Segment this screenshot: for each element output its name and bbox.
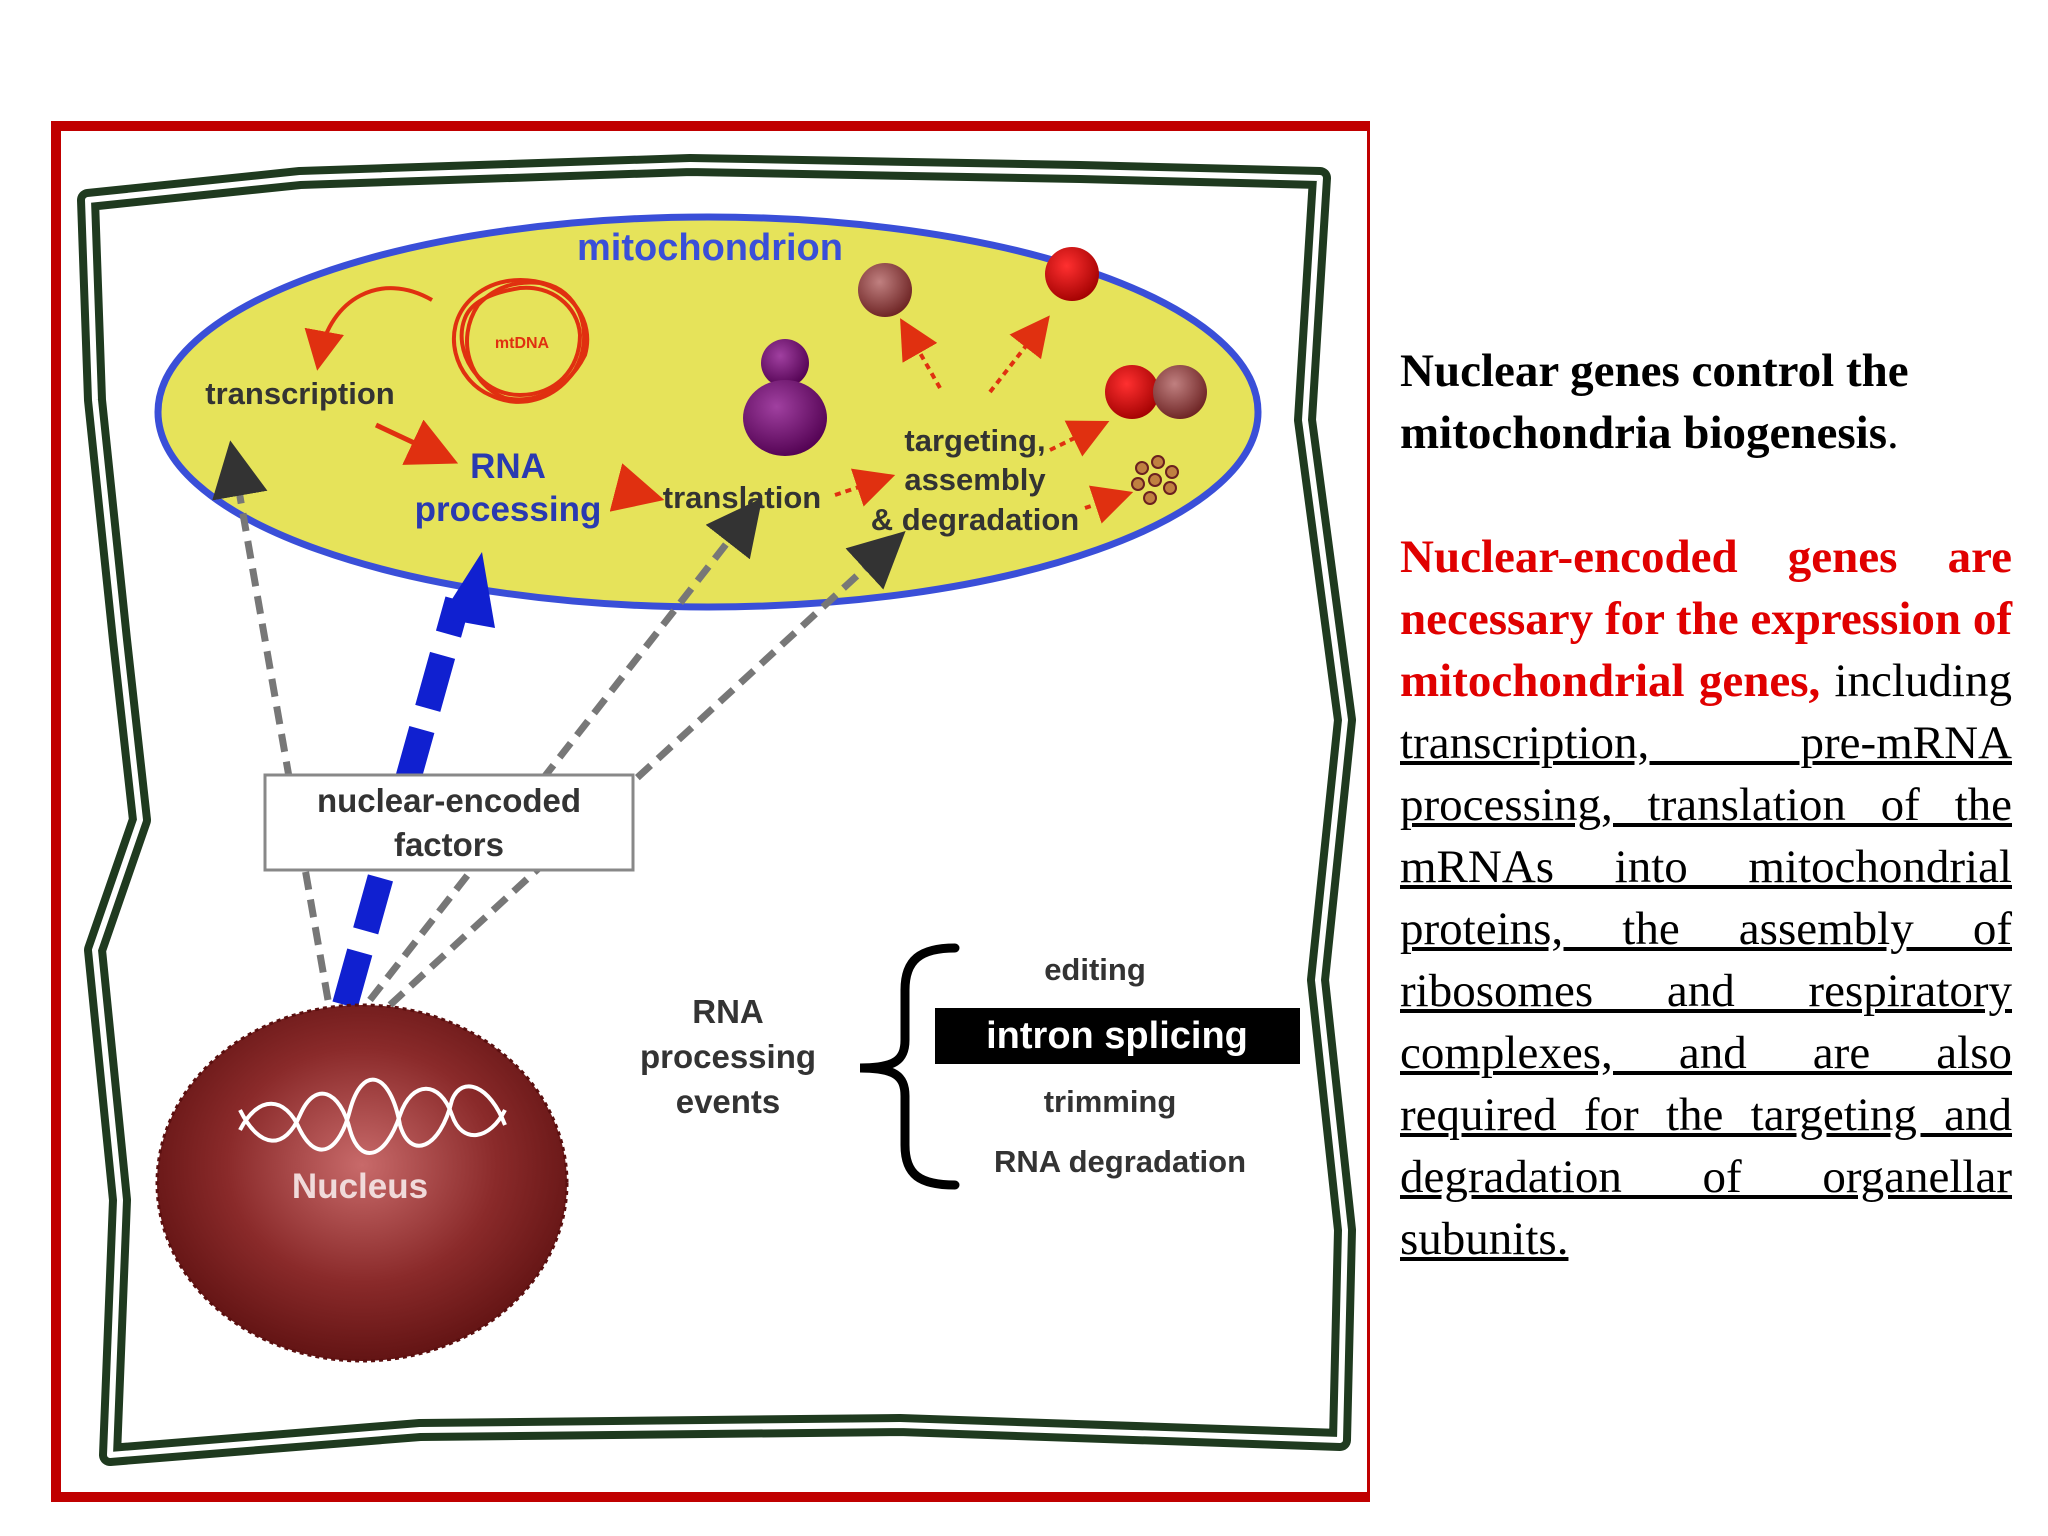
events-label-3: events (676, 1083, 781, 1120)
nuclear-factor-arrow-targeting (387, 531, 906, 1008)
targeting-arrow-up-right (988, 315, 1050, 394)
events-label-2: processing (640, 1038, 816, 1075)
event-rna-degradation: RNA degradation (994, 1144, 1246, 1179)
degraded-fragments-icon (1131, 455, 1179, 505)
mtdna-to-transcription-arrow (304, 286, 433, 371)
rna-processing-label-2: processing (415, 490, 602, 529)
targeting-arrow-degradation (1084, 485, 1134, 524)
nuclear-factor-arrow-translation (367, 497, 763, 1003)
plain-connector: including (1820, 655, 2012, 707)
explanation-paragraph: Nuclear-encoded genes are necessary for … (1400, 526, 2012, 1270)
complex-icon (1105, 365, 1159, 419)
rna-to-translation-arrow (609, 463, 665, 512)
transcription-label: transcription (205, 376, 394, 411)
intron-splicing-highlight (935, 1008, 1300, 1064)
targeting-arrow-right (1049, 420, 1110, 457)
rna-processing-label-1: RNA (470, 447, 546, 486)
mitochondrion (154, 213, 1262, 611)
heading-text: Nuclear genes control the mitochondria b… (1400, 345, 1909, 459)
frame-border (51, 121, 1370, 1502)
targeting-label-3: & degradation (871, 502, 1079, 537)
complex-icon (1153, 365, 1207, 419)
mtdna-label: mtDNA (495, 335, 550, 352)
targeting-label-1: targeting, (904, 423, 1045, 458)
mtdna-icon (452, 278, 590, 404)
events-label-1: RNA (692, 993, 764, 1030)
targeting-label-2: assembly (904, 462, 1046, 497)
translation-to-targeting-arrow (834, 468, 896, 507)
mitochondria-biogenesis-diagram: mitochondrion mtDNA transcription RNA pr… (51, 121, 1370, 1502)
protein-product-icon (1045, 247, 1099, 301)
nucleus (155, 1003, 569, 1363)
underlined-details: transcription, pre-mRNA processing, tran… (1400, 717, 2012, 1265)
nuclear-dna-icon (238, 1086, 507, 1155)
nuclear-factor-arrow-transcription (212, 440, 332, 1001)
translation-label: translation (663, 480, 821, 515)
nuclear-factors-label-1: nuclear-encoded (317, 782, 581, 819)
event-trimming: trimming (1044, 1084, 1177, 1119)
events-brace (859, 943, 960, 1190)
event-intron-splicing: intron splicing (986, 1015, 1248, 1057)
protein-product-icon (858, 263, 912, 317)
event-editing: editing (1044, 952, 1146, 987)
nuclear-factors-box (263, 773, 635, 872)
heading-period: . (1887, 407, 1899, 459)
transcription-to-rna-arrow (374, 419, 459, 465)
red-statement: Nuclear-encoded genes are necessary for … (1400, 531, 2012, 707)
mitochondrion-label: mitochondrion (577, 227, 843, 269)
ribosome-icon (743, 339, 827, 456)
nuclear-factor-arrow-rna-processing (332, 596, 471, 1009)
nucleus-label: Nucleus (292, 1167, 428, 1206)
heading: Nuclear genes control the mitochondria b… (1400, 340, 2012, 464)
blue-arrowhead (440, 552, 495, 628)
explanation-panel: Nuclear genes control the mitochondria b… (1400, 340, 2012, 1270)
nuclear-factors-label-2: factors (394, 826, 504, 863)
